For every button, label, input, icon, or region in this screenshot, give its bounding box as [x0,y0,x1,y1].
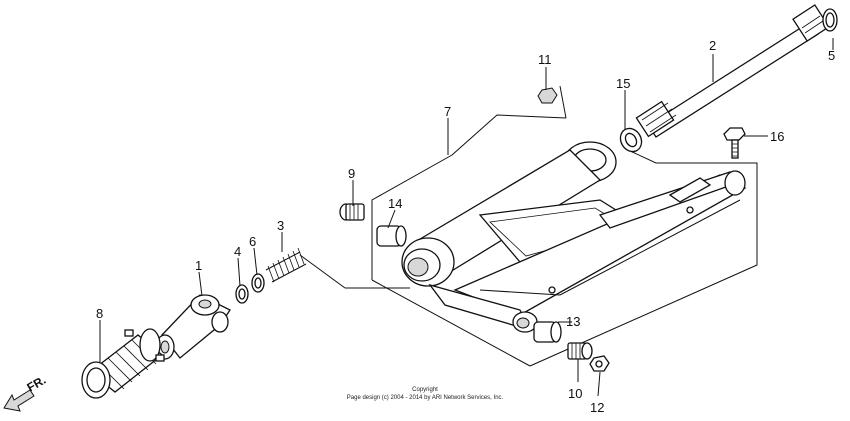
callout-15: 15 [616,76,630,91]
washer-part-6 [251,273,265,293]
swingarm [401,141,747,333]
callout-12: 12 [590,400,604,415]
callout-16: 16 [770,129,784,144]
pivot-bolt-part-9 [339,203,365,221]
callout-11: 11 [538,52,552,67]
copyright-line-1: Copyright [412,387,438,393]
callout-10: 10 [568,386,582,401]
leader-lines [99,38,834,397]
drive-shaft [635,4,830,138]
callout-7: 7 [444,104,451,119]
copyright-line-2: Page design (c) 2004 - 2014 by ARI Netwo… [347,395,504,401]
nut-part-12 [589,355,610,372]
callout-4: 4 [234,244,241,259]
boot-part-8 [81,328,165,399]
callout-5: 5 [828,48,835,63]
callout-8: 8 [96,306,103,321]
seal-part-15 [619,127,643,153]
spring-part-3 [265,247,307,283]
arrow-down-left-icon [3,389,35,412]
copyright-notice: Copyright Page design (c) 2004 - 2014 by… [347,387,504,401]
universal-joint-part-1 [155,294,231,360]
callout-labels: 1 2 3 4 5 6 7 8 9 10 11 12 13 14 15 16 [96,38,835,415]
nut-part-11 [537,87,558,104]
pivot-bolt-part-10 [567,342,593,360]
ring-part-4 [235,284,249,304]
bolt-part-16 [723,127,746,159]
callout-1: 1 [195,258,202,273]
callout-2: 2 [709,38,716,53]
bearing-part-13 [533,321,562,343]
callout-9: 9 [348,166,355,181]
callout-14: 14 [388,196,402,211]
callout-13: 13 [566,314,580,329]
ring-part-5 [822,8,838,32]
assembly-outline [299,114,758,367]
callout-3: 3 [277,218,284,233]
front-direction-indicator: FR. [3,373,48,412]
callout-6: 6 [249,234,256,249]
bushing-part-14 [376,225,407,247]
